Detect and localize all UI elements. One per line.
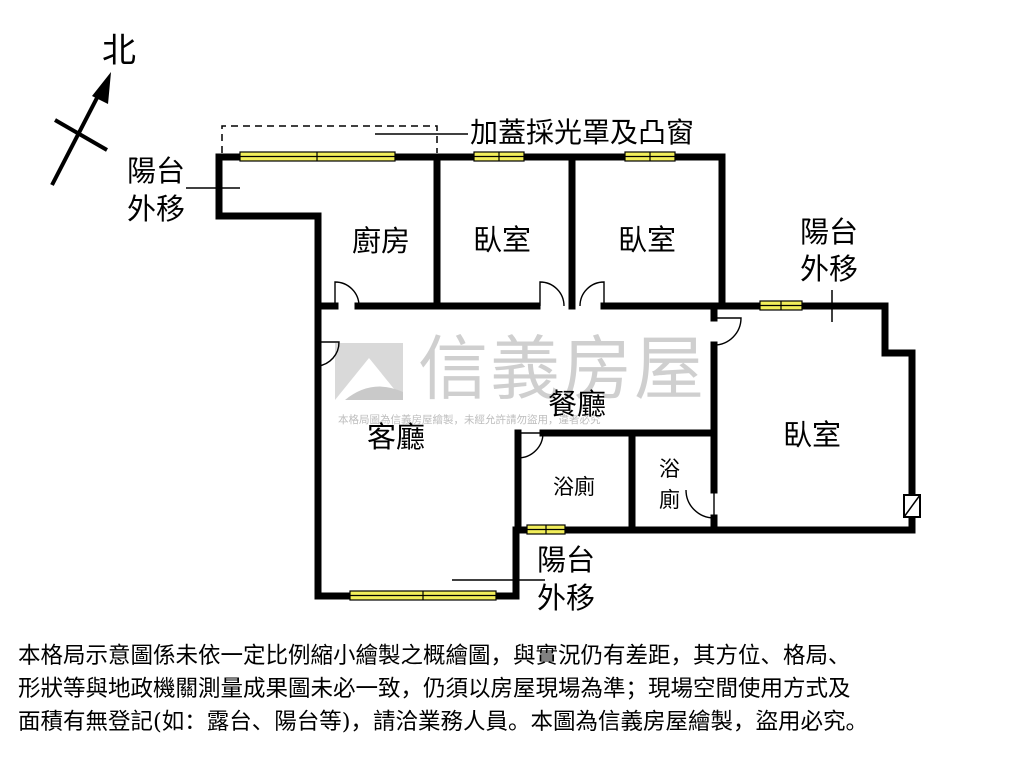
room-labels: 廚房 臥室 臥室 臥室 餐廳 客廳 浴廁 浴 廁 xyxy=(352,223,841,512)
compass-label: 北 xyxy=(102,31,136,71)
room-label-bath-2-line2: 廁 xyxy=(659,488,680,512)
door-bath-1 xyxy=(517,432,544,459)
room-label-bedroom-2: 臥室 xyxy=(618,223,676,257)
balcony-nw-label-line1: 陽台 xyxy=(127,154,185,188)
windows xyxy=(239,151,921,601)
balcony-e-label-line2: 外移 xyxy=(800,252,858,286)
room-label-living: 客廳 xyxy=(367,420,425,454)
room-label-bedroom-3: 臥室 xyxy=(783,418,841,452)
walls xyxy=(215,153,916,600)
disclaimer-line: 面積有無登記(如：露台、陽台等)，請洽業務人員。本圖為信義房屋繪製，盜用必究。 xyxy=(18,709,869,735)
compass-arrow-shaft xyxy=(50,91,102,186)
north-compass: 北 xyxy=(50,31,136,186)
disclaimer-line: 形狀等與地政機關測量成果圖未必一致，仍須以房屋現場為準；現場空間使用方式及 xyxy=(18,676,851,702)
door-bath-2 xyxy=(685,489,715,519)
room-label-bedroom-1: 臥室 xyxy=(473,223,531,257)
room-label-kitchen: 廚房 xyxy=(352,224,410,258)
disclaimer-text: 本格局示意圖係未依一定比例縮小繪製之概繪圖，與實況仍有差距，其方位、格局、 形狀… xyxy=(18,640,1008,739)
door-bedroom-2 xyxy=(579,281,605,307)
exterior-wall-west xyxy=(215,153,564,600)
watermark: 信義房屋 本格局圖為信義房屋繪製，未經允許請勿盜用，違者必究 xyxy=(335,328,706,426)
skylight-outline xyxy=(221,125,438,153)
watermark-logo-icon xyxy=(335,343,403,400)
doors xyxy=(317,281,742,519)
watermark-brand: 信義房屋 xyxy=(418,328,706,410)
door-bedroom-1 xyxy=(539,281,565,307)
compass-crossbar xyxy=(54,118,108,152)
balcony-labels: 陽台 外移 陽台 外移 陽台 外移 xyxy=(127,154,858,615)
disclaimer-line: 本格局示意圖係未依一定比例縮小繪製之概繪圖，與實況仍有差距，其方位、格局、 xyxy=(18,643,851,669)
compass-arrowhead-icon xyxy=(92,72,111,104)
room-label-bath-1: 浴廁 xyxy=(553,475,595,499)
door-kitchen xyxy=(334,281,360,307)
door-bedroom-3 xyxy=(713,317,742,346)
watermark-notice: 本格局圖為信義房屋繪製，未經允許請勿盜用，違者必究 xyxy=(338,413,601,426)
balcony-s-label-line1: 陽台 xyxy=(537,543,595,577)
balcony-nw-label-line2: 外移 xyxy=(127,192,185,226)
room-label-dining: 餐廳 xyxy=(548,387,606,421)
skylight-label: 加蓋採光罩及凸窗 xyxy=(470,116,694,149)
room-label-bath-2-line1: 浴 xyxy=(659,457,680,481)
door-living-west xyxy=(317,341,340,367)
balcony-e-label-line1: 陽台 xyxy=(800,215,858,249)
balcony-s-label-line2: 外移 xyxy=(537,581,595,615)
